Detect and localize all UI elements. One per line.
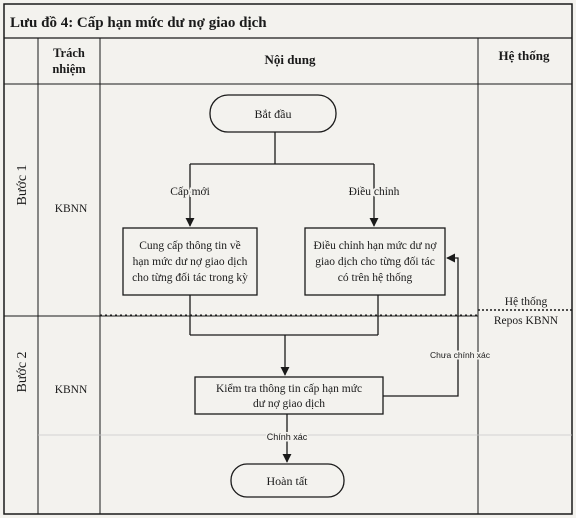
edge-label-adjust: Điều chỉnh (349, 185, 400, 198)
header-system: Hệ thống (499, 48, 550, 63)
step-2-responsible: KBNN (55, 384, 88, 396)
start-node (209, 94, 337, 133)
step-2-label: Bước 2 (15, 351, 30, 392)
page-title: Lưu đồ 4: Cấp hạn mức dư nợ giao dịch (10, 15, 267, 31)
adjust-line-1: Điều chỉnh hạn mức dư nợ (314, 239, 438, 252)
check-line-1: Kiểm tra thông tin cấp hạn mức (216, 382, 362, 395)
header-content: Nội dung (265, 52, 316, 67)
end-node-label: Hoàn tất (267, 474, 309, 488)
system-boundary-lower-label: Repos KBNN (494, 315, 559, 327)
adjust-line-3: có trên hệ thống (338, 271, 413, 284)
edge-label-correct: Chính xác (267, 432, 308, 442)
step-1-label: Bước 1 (15, 164, 30, 205)
check-box (194, 376, 384, 415)
header-responsibility-1: Trách (53, 46, 85, 60)
edge-label-new-grant: Cấp mới (170, 185, 210, 198)
provide-info-line-1: Cung cấp thông tin về (139, 239, 241, 252)
edge-label-incorrect: Chưa chính xác (430, 350, 491, 360)
adjust-box (304, 227, 446, 296)
end-node (230, 463, 345, 498)
provide-info-box (122, 227, 258, 296)
start-node-label: Bắt đầu (255, 107, 292, 121)
provide-info-line-2: hạn mức dư nợ giao dịch (133, 256, 248, 268)
check-line-2: dư nợ giao dịch (253, 398, 325, 410)
step-1-responsible: KBNN (55, 203, 88, 215)
provide-info-line-3: cho từng đối tác trong kỳ (132, 271, 248, 284)
outer-border (3, 3, 573, 515)
edge-incorrect-loop (383, 253, 459, 397)
adjust-line-2: giao dịch cho từng đối tác (315, 255, 435, 268)
system-boundary-upper-label: Hệ thống (505, 295, 548, 308)
header-responsibility-2: nhiệm (52, 62, 86, 76)
